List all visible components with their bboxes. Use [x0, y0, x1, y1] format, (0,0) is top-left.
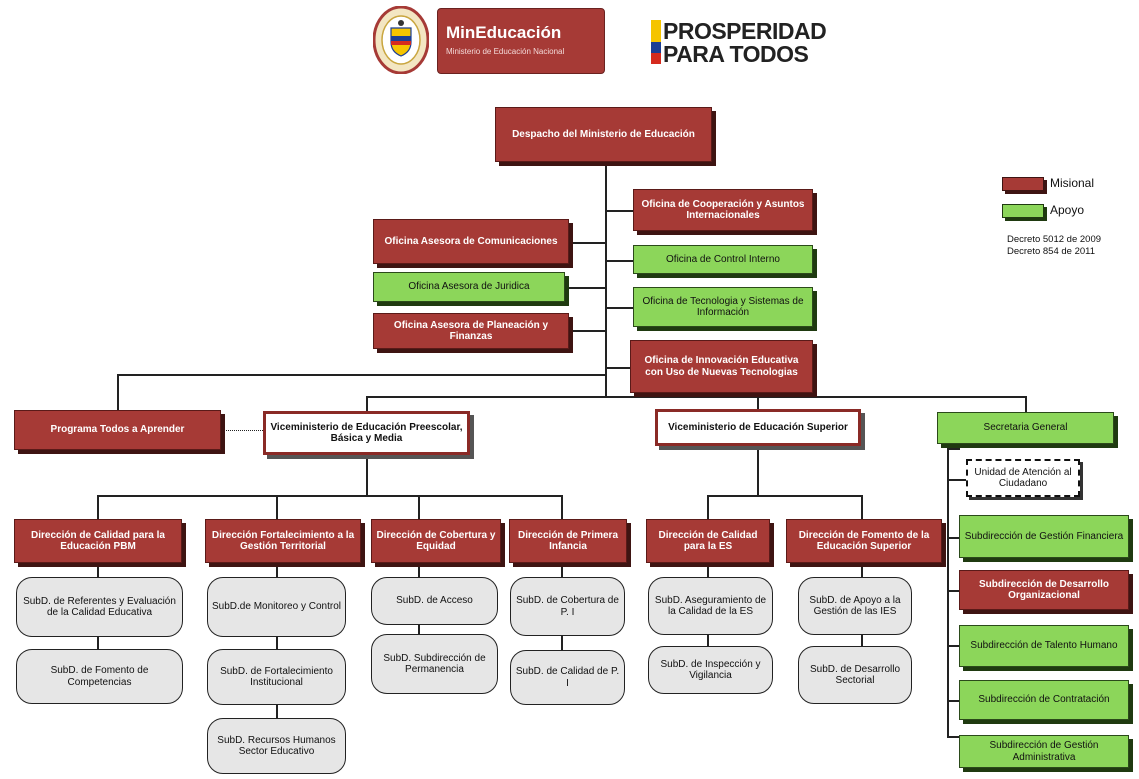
legend-apoyo-label: Apoyo: [1050, 203, 1085, 217]
node-vice-pbm: Viceministerio de Educación Preescolar, …: [263, 411, 470, 455]
node-subd-monitoreo: SubD.de Monitoreo y Control: [207, 577, 346, 637]
node-dir-fomento-sup: Dirección de Fomento de la Educación Sup…: [786, 519, 942, 563]
legend-apoyo-swatch: [1002, 204, 1044, 218]
decree-2: Decreto 854 de 2011: [1007, 246, 1096, 257]
decree-1: Decreto 5012 de 2009: [1007, 234, 1102, 245]
node-subd-fort-inst: SubD. de Fortalecimiento Institucional: [207, 649, 346, 705]
slogan-line2: PARA TODOS: [663, 41, 809, 67]
node-subd-competencias: SubD. de Fomento de Competencias: [16, 649, 183, 704]
node-of-planeacion: Oficina Asesora de Planeación y Finanzas: [373, 313, 569, 349]
legend-misional-swatch: [1002, 177, 1044, 191]
node-dir-primera-infancia: Dirección de Primera Infancia: [509, 519, 627, 563]
node-of-cooperacion: Oficina de Cooperación y Asuntos Interna…: [633, 189, 813, 231]
node-of-juridica: Oficina Asesora de Juridica: [373, 272, 565, 302]
slogan-line1: PROSPERIDAD: [663, 18, 827, 44]
node-dir-calidad-es: Dirección de Calidad para la ES: [646, 519, 770, 563]
node-subd-permanencia: SubD. Subdirección de Permanencia: [371, 634, 498, 694]
node-sub-talento: Subdirección de Talento Humano: [959, 625, 1129, 667]
node-subd-desarrollo-sect: SubD. de Desarrollo Sectorial: [798, 646, 912, 704]
node-dir-calidad-pbm: Dirección de Calidad para la Educación P…: [14, 519, 182, 563]
brand-subtitle: Ministerio de Educación Nacional: [446, 47, 565, 56]
node-dir-cobertura: Dirección de Cobertura y Equidad: [371, 519, 501, 563]
node-secretaria: Secretaria General: [937, 412, 1114, 444]
node-of-innovacion: Oficina de Innovación Educativa con Uso …: [630, 340, 813, 393]
node-subd-aseguramiento: SubD. Aseguramiento de la Calidad de la …: [648, 577, 773, 635]
node-subd-acceso: SubD. de Acceso: [371, 577, 498, 625]
node-programa: Programa Todos a Aprender: [14, 410, 221, 450]
node-of-tecnologia: Oficina de Tecnologia y Sistemas de Info…: [633, 287, 813, 327]
node-of-comunicaciones: Oficina Asesora de Comunicaciones: [373, 219, 569, 264]
node-subd-cobertura-pi: SubD. de Cobertura de P. I: [510, 577, 625, 636]
ministry-logo-box: MinEducación Ministerio de Educación Nac…: [437, 8, 605, 74]
node-sub-contratacion: Subdirección de Contratación: [959, 680, 1129, 720]
node-vice-sup: Viceministerio de Educación Superior: [655, 409, 861, 446]
legend-misional-label: Misional: [1050, 176, 1095, 190]
node-sub-financiera: Subdirección de Gestión Financiera: [959, 515, 1129, 558]
node-dir-fortalecimiento: Dirección Fortalecimiento a la Gestión T…: [205, 519, 361, 563]
node-subd-recursos: SubD. Recursos Humanos Sector Educativo: [207, 718, 346, 774]
node-of-control: Oficina de Control Interno: [633, 245, 813, 274]
node-unidad-atencion: Unidad de Atención al Ciudadano: [966, 459, 1080, 497]
node-subd-calidad-pi: SubD. de Calidad de P. I: [510, 650, 625, 705]
node-subd-inspeccion: SubD. de Inspección y Vigilancia: [648, 646, 773, 694]
brand-name: MinEducación: [446, 23, 562, 42]
node-subd-apoyo-ies: SubD. de Apoyo a la Gestión de las IES: [798, 577, 912, 635]
slogan-flag-icon: [651, 20, 661, 64]
ministry-seal: [372, 5, 430, 75]
node-sub-administrativa: Subdirección de Gestión Administrativa: [959, 735, 1129, 768]
node-sub-desarrollo: Subdirección de Desarrollo Organizaciona…: [959, 570, 1129, 610]
node-despacho: Despacho del Ministerio de Educación: [495, 107, 712, 162]
node-subd-referentes: SubD. de Referentes y Evaluación de la C…: [16, 577, 183, 637]
